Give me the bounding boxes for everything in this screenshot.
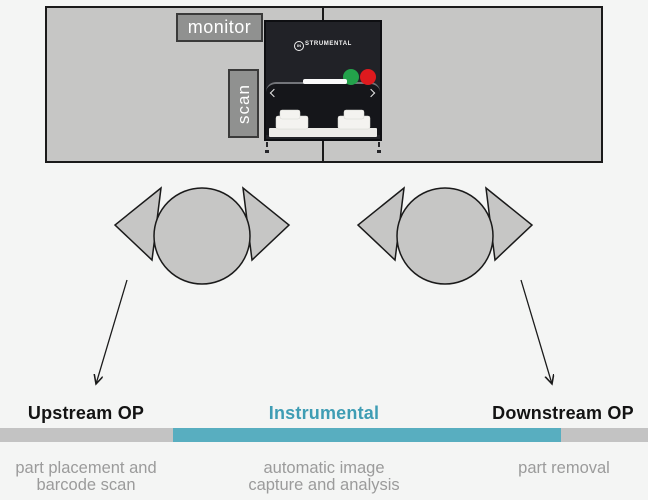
device-foot-right-dot (377, 150, 381, 153)
downstream-description: part removal (518, 459, 610, 477)
operator-head-icon (153, 187, 251, 285)
device-foot-left (266, 142, 268, 147)
device-foot-left-dot (265, 150, 269, 153)
status-buttons (343, 69, 376, 85)
arrow-to-downstream-icon (520, 279, 552, 384)
green-button-icon (343, 69, 359, 85)
light-slot (303, 79, 347, 84)
instrumental-description: automatic image capture and analysis (248, 459, 400, 494)
monitor-label-text: monitor (187, 17, 252, 37)
logo-circle-icon: IN (294, 41, 305, 51)
tray-base (269, 128, 377, 137)
upstream-description: part placement and barcode scan (15, 459, 157, 494)
instrumental-label: Instrumental (268, 403, 380, 423)
scan-label-text: scan (233, 83, 253, 124)
upstream-op-label: Upstream OP (27, 403, 145, 423)
operator-left-arm-icon (113, 186, 162, 262)
timeline-bar-instrumental (173, 428, 561, 442)
downstream-op-label: Downstream OP (492, 403, 634, 423)
part-left (275, 109, 309, 130)
operator-upstream-icon (113, 186, 291, 285)
part-tray (269, 109, 377, 137)
device-foot-right (378, 142, 380, 147)
monitor-label: monitor (176, 13, 263, 42)
scan-label: scan (228, 69, 259, 138)
red-button-icon (360, 69, 376, 85)
arrow-to-upstream-icon (96, 279, 128, 384)
timeline-bar-upstream (0, 428, 173, 442)
part-right (337, 109, 371, 130)
operator-right-arm-icon (242, 186, 291, 262)
operator-downstream-icon (356, 186, 534, 285)
operator-right-arm-icon (485, 186, 534, 262)
timeline-bar-downstream (561, 428, 648, 442)
operator-left-arm-icon (356, 186, 405, 262)
operator-head-icon (396, 187, 494, 285)
logo-text: STRUMENTAL (305, 41, 352, 47)
